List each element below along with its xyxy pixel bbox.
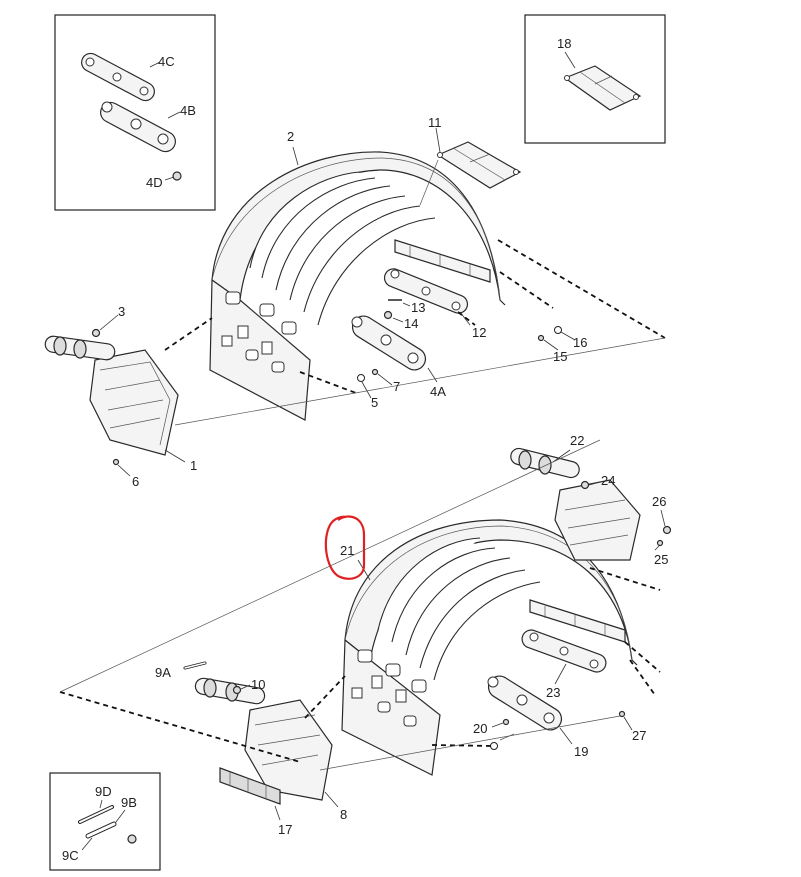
nut-27 [618,710,626,718]
callout-4a: 4A [430,384,446,399]
assembly-path-lower-mid [431,744,495,747]
callout-14: 14 [404,316,418,331]
callout-9b: 9B [121,795,137,810]
nut-6 [112,458,120,466]
assembly-path-lower-right [629,659,656,696]
fender-21 [341,519,638,776]
callout-9d: 9D [95,784,112,799]
assembly-path-lower-center [304,675,346,719]
callout-5: 5 [371,395,378,410]
callout-6: 6 [132,474,139,489]
nut-9b [127,834,137,844]
mounting-bracket-18 [563,65,642,111]
callout-26: 26 [652,494,666,509]
callout-3: 3 [118,304,125,319]
nut-20 [502,718,510,726]
alignment-line-lower [319,715,621,771]
callout-12: 12 [472,325,486,340]
assembly-path-upper-left [164,317,213,351]
callout-9a: 9A [155,665,171,680]
channel-17 [219,767,281,805]
callout-1: 1 [190,458,197,473]
pin-9d [78,805,114,824]
nut-15 [537,334,545,342]
callout-4b: 4B [180,103,196,118]
assembly-path-clamp [589,567,661,591]
callout-18: 18 [557,36,571,51]
callout-15: 15 [553,349,567,364]
bracket-19 [487,675,563,731]
alignment-line-upper [174,337,666,426]
mount-bracket-8 [244,699,333,801]
bracket-4c [81,52,155,102]
callout-17: 17 [278,822,292,837]
alignment-line-cross [59,439,601,693]
nut-14 [383,310,393,320]
bracket-4b [100,101,176,153]
support-bracket-11 [436,141,522,189]
inset-box-top-left [54,14,216,211]
washer-16 [554,326,562,334]
callout-2: 2 [287,129,294,144]
washer-5 [357,374,365,382]
callout-22: 22 [570,433,584,448]
nut-4d [172,171,182,181]
washer-20 [490,742,498,750]
mount-bracket-1 [89,349,179,456]
tube-clamp-22 [510,447,580,479]
callout-4c: 4C [158,54,175,69]
nut-25 [656,539,664,547]
callout-16: 16 [573,335,587,350]
assembly-path-upper-mid [299,371,357,394]
callout-25: 25 [654,552,668,567]
bolt-10 [232,685,242,695]
bracket-12 [383,268,469,314]
callout-13: 13 [411,300,425,315]
callout-21: 21 [340,543,354,558]
assembly-path-upper-rail [499,271,554,309]
callout-7: 7 [393,379,400,394]
callout-23: 23 [546,685,560,700]
callout-8: 8 [340,807,347,822]
mount-bracket-22 [554,479,641,561]
callout-10: 10 [251,677,265,692]
callout-9c: 9C [62,848,79,863]
assembly-path-lower-left [59,691,301,763]
tube-clamp-upper [44,335,116,361]
highlight-circle-21 [324,515,366,580]
bolt-24 [580,480,590,490]
pin-9c [85,821,117,839]
callout-20: 20 [473,721,487,736]
inset-box-bottom-left [49,772,161,871]
pin-9a [183,661,207,670]
bolt-3 [91,328,101,338]
bracket-4a [351,315,427,371]
callout-11: 11 [428,115,442,130]
assembly-path-bracket12 [457,311,476,326]
assembly-path-lower-rail [624,641,661,673]
assembly-path-upper-right [497,239,666,339]
fender-2 [209,151,506,421]
fender-rail [394,239,491,283]
nut-7 [371,368,379,376]
callout-27: 27 [632,728,646,743]
bracket-23 [521,629,607,673]
bolt-26 [662,525,672,535]
callout-24: 24 [601,473,615,488]
callout-4d: 4D [146,175,163,190]
callout-19: 19 [574,744,588,759]
